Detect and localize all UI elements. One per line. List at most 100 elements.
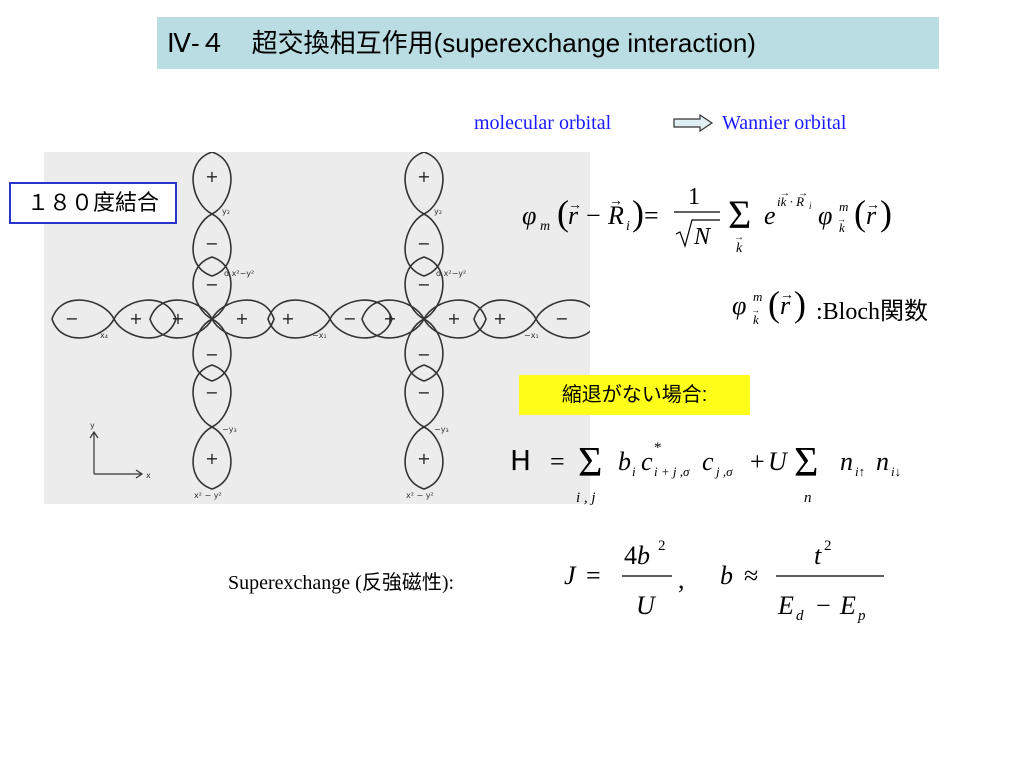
wannier-orbital-label: Wannier orbital: [722, 112, 847, 134]
antiferromagnetism-label: 反強磁性: [361, 572, 442, 594]
svg-text:ik · R: ik · R: [777, 194, 804, 209]
sign-plus: +: [205, 449, 218, 468]
sign-plus: +: [417, 167, 430, 186]
slide-title: Ⅳ-４ 超交換相互作用(superexchange interaction): [157, 17, 939, 69]
sign-minus: −: [417, 383, 430, 402]
label-dx2y2: d x²−y²: [224, 269, 254, 278]
axis-x-label: x: [146, 471, 151, 480]
sign-plus: +: [281, 309, 294, 328]
svg-text:k: k: [736, 241, 743, 256]
svg-text:): ): [880, 193, 892, 233]
svg-text:m: m: [753, 289, 762, 304]
svg-text:=: =: [644, 201, 659, 230]
svg-text:(: (: [768, 284, 780, 324]
sign-minus: −: [417, 234, 430, 253]
svg-text:J: J: [564, 561, 577, 590]
molecular-orbital-label: molecular orbital: [474, 112, 612, 134]
svg-text:U: U: [636, 591, 657, 620]
svg-text:4b: 4b: [624, 541, 650, 570]
svg-text:n: n: [840, 447, 853, 476]
svg-text:Σ: Σ: [794, 440, 818, 486]
bloch-caption: :Bloch関数: [816, 299, 928, 325]
sign-minus: −: [417, 275, 430, 294]
svg-text:→: →: [780, 188, 790, 199]
svg-text:1: 1: [688, 184, 700, 210]
axis-y-label: y: [90, 421, 95, 430]
superexchange-suffix: ):: [441, 572, 455, 594]
hamiltonian-formula: H = Σ i , j b i c * i + j ,σ c j ,σ + U …: [510, 440, 901, 506]
label-mx1: −x₁: [524, 331, 539, 340]
svg-text:i , j: i , j: [576, 490, 596, 506]
superexchange-label: Superexchange (反強磁性):: [228, 566, 454, 595]
svg-text:2: 2: [824, 538, 832, 554]
svg-text:i↓: i↓: [891, 464, 901, 479]
svg-text:i: i: [626, 219, 630, 234]
svg-text:r: r: [780, 291, 791, 320]
svg-text:k: k: [753, 312, 759, 327]
svg-text:→: →: [837, 214, 846, 224]
svg-text:): ): [632, 193, 644, 233]
svg-text:Σ: Σ: [728, 192, 751, 237]
label-x4: x₄: [100, 331, 108, 340]
svg-text:N: N: [693, 224, 712, 250]
label-x2y2: x² − y²: [194, 491, 222, 500]
svg-text:n: n: [804, 490, 812, 506]
svg-text:t: t: [814, 541, 822, 570]
svg-text:,: ,: [678, 565, 685, 594]
svg-text:i: i: [632, 464, 636, 479]
svg-text:+: +: [750, 447, 765, 476]
svg-text:→: →: [798, 188, 808, 199]
sign-plus: +: [447, 309, 460, 328]
sign-plus: +: [493, 309, 506, 328]
sign-plus: +: [129, 309, 142, 328]
svg-text:R: R: [607, 201, 624, 230]
svg-text:p: p: [857, 608, 866, 624]
svg-text:e: e: [764, 201, 776, 230]
svg-text:m: m: [839, 199, 848, 214]
svg-text:−: −: [586, 201, 601, 230]
svg-text:=: =: [550, 447, 565, 476]
svg-text:b: b: [618, 447, 631, 476]
sign-plus: +: [383, 309, 396, 328]
sign-plus: +: [171, 309, 184, 328]
sign-minus: −: [205, 234, 218, 253]
svg-text:H: H: [510, 444, 531, 477]
label-my3: −y₃: [222, 425, 237, 434]
svg-text:(: (: [557, 193, 569, 233]
svg-text:r: r: [866, 201, 877, 230]
svg-text:→: →: [780, 288, 794, 303]
svg-text:→: →: [734, 232, 744, 243]
sign-plus: +: [235, 309, 248, 328]
svg-text:d: d: [796, 608, 804, 624]
svg-text:c: c: [702, 447, 714, 476]
sign-plus: +: [417, 449, 430, 468]
svg-text:k: k: [839, 220, 845, 235]
svg-text:i + j ,σ: i + j ,σ: [654, 464, 690, 479]
svg-text:): ): [794, 284, 806, 324]
bloch-formula: φ m k → ( r → ): [732, 284, 806, 327]
sign-plus: +: [205, 167, 218, 186]
sign-minus: −: [205, 345, 218, 364]
svg-text:i: i: [809, 201, 812, 211]
svg-text:j ,σ: j ,σ: [714, 464, 733, 479]
svg-text:m: m: [540, 219, 550, 234]
svg-text:→: →: [866, 198, 880, 213]
label-x2y2: x² − y²: [406, 491, 434, 500]
label-mx1: −x₁: [312, 331, 327, 340]
svg-text:U: U: [768, 447, 789, 476]
sign-minus: −: [205, 383, 218, 402]
sign-minus: −: [555, 309, 568, 328]
wannier-formula: φ m ( r → − R → i ) = 1 N Σ k → e ik · R…: [522, 184, 892, 256]
svg-text:b: b: [720, 561, 733, 590]
sign-minus: −: [417, 345, 430, 364]
sign-minus: −: [65, 309, 78, 328]
svg-text:→: →: [751, 305, 760, 315]
svg-text:φ: φ: [522, 201, 536, 230]
svg-text:i↑: i↑: [855, 464, 865, 479]
svg-text:E: E: [839, 591, 856, 620]
svg-text:n: n: [876, 447, 889, 476]
svg-text:φ: φ: [818, 201, 832, 230]
sign-minus: −: [205, 275, 218, 294]
svg-text:2: 2: [658, 538, 666, 554]
svg-text:Σ: Σ: [578, 440, 602, 486]
